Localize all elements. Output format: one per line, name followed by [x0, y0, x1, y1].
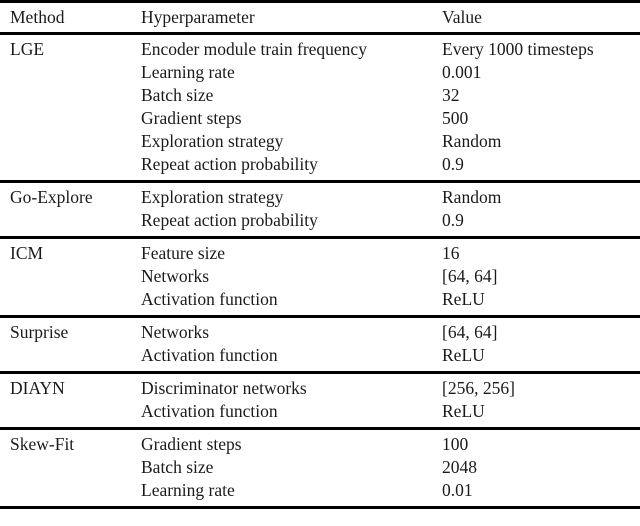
method-cell — [10, 153, 141, 176]
method-cell: Surprise — [10, 322, 69, 342]
table-bottom-rule — [0, 506, 640, 509]
table-row: Repeat action probability 0.9 — [0, 209, 640, 232]
hyperparameter-cell: Activation function — [141, 289, 278, 309]
value-cell: 0.9 — [442, 154, 464, 174]
method-cell: ICM — [10, 243, 44, 263]
table-row: LGE Encoder module train frequency Every 1… — [0, 38, 640, 61]
table-row: Learning rate 0.001 — [0, 61, 640, 84]
hyperparameter-cell: Gradient steps — [141, 108, 242, 128]
value-cell: 2048 — [442, 457, 477, 477]
value-cell: 500 — [442, 108, 469, 128]
table-body: LGE Encoder module train frequency Every 1… — [0, 35, 640, 509]
header-divider-rule — [0, 32, 640, 35]
value-cell: ReLU — [442, 289, 485, 309]
hyperparameter-cell: Learning rate — [141, 62, 235, 82]
table-row: DIAYN Discriminator networks [256, 256] — [0, 377, 640, 400]
table-header: Method Hyperparameter Value — [0, 3, 640, 32]
hyperparameter-cell: Activation function — [141, 345, 278, 365]
method-cell — [10, 400, 141, 423]
column-header-hyperparameter: Hyperparameter — [141, 7, 255, 27]
table-row: Skew-Fit Gradient steps 100 — [0, 433, 640, 456]
table-row: Go-Explore Exploration strategy Random — [0, 186, 640, 209]
method-cell — [10, 456, 141, 479]
hyperparameter-cell: Encoder module train frequency — [141, 39, 367, 59]
hyperparameter-cell: Feature size — [141, 243, 226, 263]
hyperparameter-cell: Exploration strategy — [141, 187, 284, 207]
method-cell — [10, 130, 141, 153]
section-divider-rule — [0, 315, 640, 318]
hyperparameter-table: Method Hyperparameter Value LGE Encoder m… — [0, 0, 640, 509]
section-divider-rule — [0, 180, 640, 183]
table-row: Surprise Networks [64, 64] — [0, 321, 640, 344]
value-cell: 0.9 — [442, 210, 464, 230]
method-section-lge: LGE Encoder module train frequency Every 1… — [0, 35, 640, 180]
method-cell — [10, 107, 141, 130]
method-cell: Skew-Fit — [10, 434, 75, 454]
value-cell: Random — [442, 187, 502, 207]
method-cell: DIAYN — [10, 378, 65, 398]
method-cell — [10, 84, 141, 107]
method-cell: Go-Explore — [10, 187, 93, 207]
table-row: Learning rate 0.01 — [0, 479, 640, 502]
table-row: Activation function ReLU — [0, 288, 640, 311]
table-row: Batch size 32 — [0, 84, 640, 107]
hyperparameter-cell: Repeat action probability — [141, 154, 318, 174]
table-top-rule — [0, 0, 640, 3]
hyperparameter-cell: Activation function — [141, 401, 278, 421]
value-cell: 100 — [442, 434, 469, 454]
hyperparameter-cell: Networks — [141, 266, 210, 286]
table-row: Activation function ReLU — [0, 400, 640, 423]
hyperparameter-cell: Exploration strategy — [141, 131, 284, 151]
table-row: ICM Feature size 16 — [0, 242, 640, 265]
hyperparameter-cell: Batch size — [141, 457, 214, 477]
section-divider-rule — [0, 236, 640, 239]
hyperparameter-cell: Networks — [141, 322, 210, 342]
value-cell: [256, 256] — [442, 378, 515, 398]
section-divider-rule — [0, 371, 640, 374]
hyperparameter-cell: Repeat action probability — [141, 210, 318, 230]
value-cell: [64, 64] — [442, 266, 498, 286]
column-header-method: Method — [10, 7, 65, 27]
hyperparameter-cell: Batch size — [141, 85, 214, 105]
table-row: Gradient steps 500 — [0, 107, 640, 130]
table-row: Networks [64, 64] — [0, 265, 640, 288]
table-row: Activation function ReLU — [0, 344, 640, 367]
value-cell: 32 — [442, 85, 460, 105]
method-cell — [10, 479, 141, 502]
method-cell: LGE — [10, 39, 45, 59]
value-cell: 0.01 — [442, 480, 473, 500]
hyperparameter-cell: Learning rate — [141, 480, 235, 500]
table-row: Batch size 2048 — [0, 456, 640, 479]
hyperparameter-cell: Discriminator networks — [141, 378, 307, 398]
hyperparameter-cell: Gradient steps — [141, 434, 242, 454]
value-cell: Every 1000 timesteps — [442, 39, 594, 59]
value-cell: Random — [442, 131, 502, 151]
method-cell — [10, 344, 141, 367]
column-header-value: Value — [442, 7, 482, 27]
table-row: Exploration strategy Random — [0, 130, 640, 153]
value-cell: 16 — [442, 243, 460, 263]
section-divider-rule — [0, 427, 640, 430]
value-cell: ReLU — [442, 345, 485, 365]
method-cell — [10, 61, 141, 84]
table-row: Repeat action probability 0.9 — [0, 153, 640, 176]
table-header-row: Method Hyperparameter Value — [0, 6, 640, 29]
method-cell — [10, 209, 141, 232]
value-cell: [64, 64] — [442, 322, 498, 342]
method-cell — [10, 288, 141, 311]
value-cell: 0.001 — [442, 62, 482, 82]
method-cell — [10, 265, 141, 288]
value-cell: ReLU — [442, 401, 485, 421]
